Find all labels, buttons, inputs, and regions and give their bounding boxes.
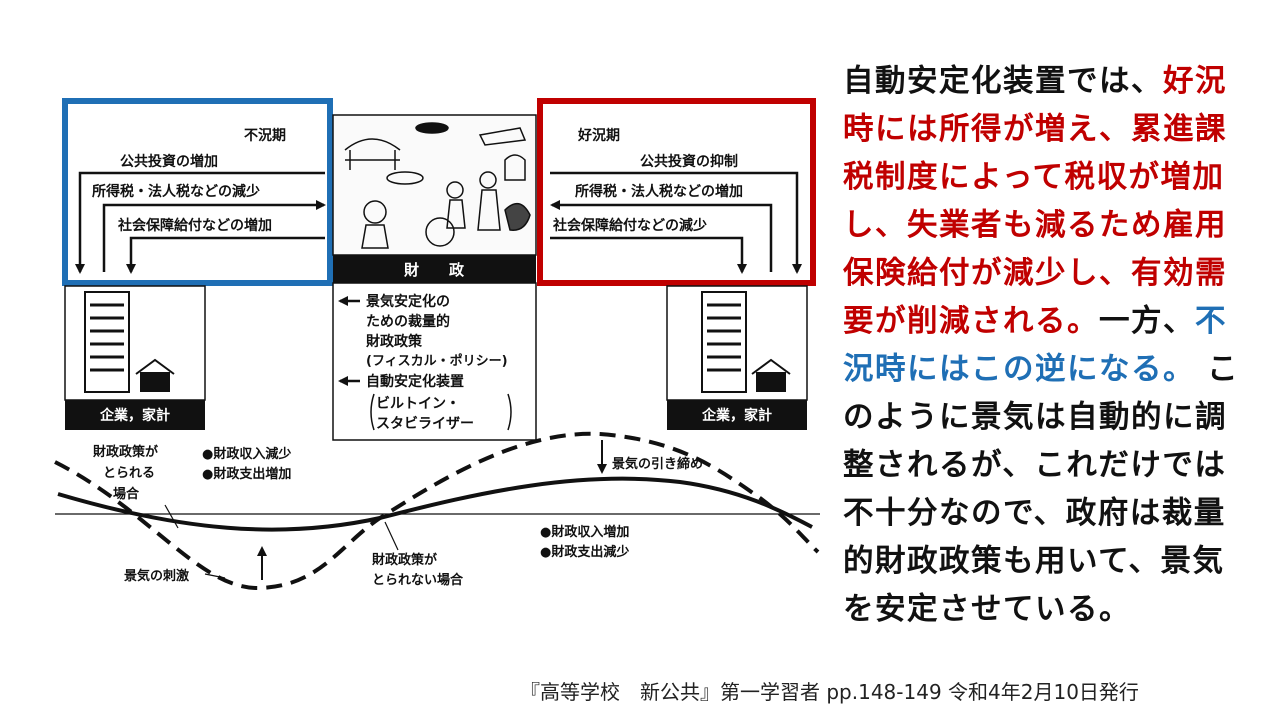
right-building-icon	[701, 291, 791, 393]
boom-effect-1: ●財政収入増加	[540, 524, 629, 540]
boom-item-1: 公共投資の抑制	[640, 153, 738, 170]
recession-item-1: 公共投資の増加	[120, 153, 218, 170]
boom-panel: 好況期 公共投資の抑制 所得税・法人税などの増加 社会保障給付などの減少	[537, 98, 816, 286]
recession-effect-2: ●財政支出増加	[202, 466, 291, 482]
policy-not-taken-label-2: とられない場合	[372, 572, 464, 588]
discretionary-note-1: 景気安定化の	[366, 293, 450, 310]
right-households-block: 企業，家計	[666, 285, 808, 430]
explanation-text: 自動安定化装置では、好況時には所得が増え、累進課税制度によって税収が増加し、失業…	[843, 58, 1243, 634]
explanation-boom: 好況時には所得が増え、累進課税制度によって税収が増加し、失業者も減るため雇用保険…	[843, 64, 1227, 339]
policy-taken-label-1: 財政政策が	[92, 444, 158, 460]
policy-taken-label-3: 場合	[113, 486, 140, 502]
no-policy-curve	[54, 431, 820, 591]
policy-not-taken-label-1: 財政政策が	[371, 552, 437, 568]
left-households-block: 企業，家計	[64, 285, 206, 430]
discretionary-note-3: 財政政策	[365, 333, 423, 350]
policy-taken-label-2: とられる	[103, 466, 155, 481]
boom-effect-2: ●財政支出減少	[540, 544, 629, 560]
explanation-conclusion: このように景気は自動的に調整されるが、これだけでは不十分なので、政府は裁量的財政…	[843, 352, 1240, 627]
left-building-icon	[84, 291, 175, 393]
source-citation: 『高等学校 新公共』第一学習者 pp.148-149 令和4年2月10日発行	[520, 680, 1139, 704]
boom-item-2: 所得税・法人税などの増加	[575, 183, 743, 200]
center-finance-block: 財 政 景気安定化の ための裁量的 財政政策 (フィスカル・ポリシー) 自動安定…	[332, 114, 537, 441]
recession-effect-1: ●財政収入減少	[202, 446, 291, 462]
automatic-note-3: スタビライザー	[376, 416, 474, 432]
city-illustration	[344, 122, 531, 249]
right-households-label: 企業，家計	[701, 407, 772, 424]
boom-frame	[537, 98, 816, 286]
boom-item-3: 社会保障給付などの減少	[552, 217, 707, 234]
finance-label: 財 政	[403, 261, 465, 279]
tightening-label: 景気の引き締め	[612, 456, 703, 472]
explanation-transition: 一方、	[1099, 304, 1195, 339]
automatic-note-2: ビルトイン・	[376, 396, 460, 412]
boom-period-label: 好況期	[577, 127, 620, 144]
explanation-recession: 不況時にはこの逆になる。	[843, 304, 1227, 387]
stimulus-label: 景気の刺激	[124, 568, 190, 584]
discretionary-note-4: (フィスカル・ポリシー)	[366, 353, 508, 369]
explanation-intro: 自動安定化装置では、	[843, 64, 1163, 99]
recession-panel: 不況期 公共投資の増加 所得税・法人税などの減少 社会保障給付などの増加	[62, 98, 333, 286]
automatic-note-1: 自動安定化装置	[366, 373, 464, 390]
discretionary-note-2: ための裁量的	[366, 313, 450, 330]
recession-item-3: 社会保障給付などの増加	[117, 217, 272, 234]
left-households-label: 企業，家計	[99, 407, 170, 424]
recession-frame	[62, 98, 333, 286]
business-cycle-curves: 財政政策が とられる 場合 ●財政収入減少 ●財政支出増加 景気の引き締め ●財…	[54, 431, 820, 591]
recession-period-label: 不況期	[244, 127, 286, 144]
recession-item-2: 所得税・法人税などの減少	[92, 183, 260, 200]
policy-taken-curve	[57, 476, 813, 532]
